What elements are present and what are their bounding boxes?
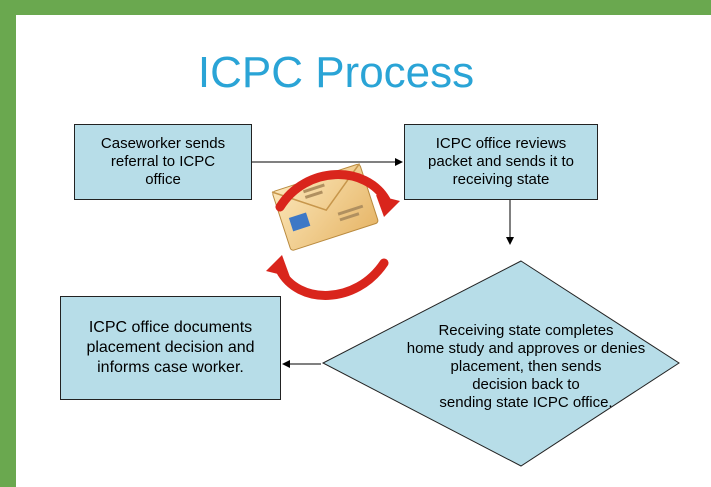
page-title: ICPC Process: [197, 48, 475, 97]
slide: ICPC Process: [16, 15, 711, 487]
step-icpc-office-reviews-packet: ICPC office reviews packet and sends it …: [404, 124, 598, 200]
step-icpc-office-documents-decision: ICPC office documents placement decision…: [60, 296, 281, 400]
cycle-arrows-icon: [275, 170, 391, 300]
diagram-connectors: [252, 158, 680, 467]
step-receiving-state-decision: Receiving state completes home study and…: [406, 322, 646, 411]
cycle-arrowhead-bottom: [266, 255, 290, 277]
diamond-shape: [321, 260, 680, 467]
step-caseworker-sends-referral: Caseworker sends referral to ICPC office: [74, 124, 252, 200]
cycle-arrowhead-top: [376, 195, 400, 217]
